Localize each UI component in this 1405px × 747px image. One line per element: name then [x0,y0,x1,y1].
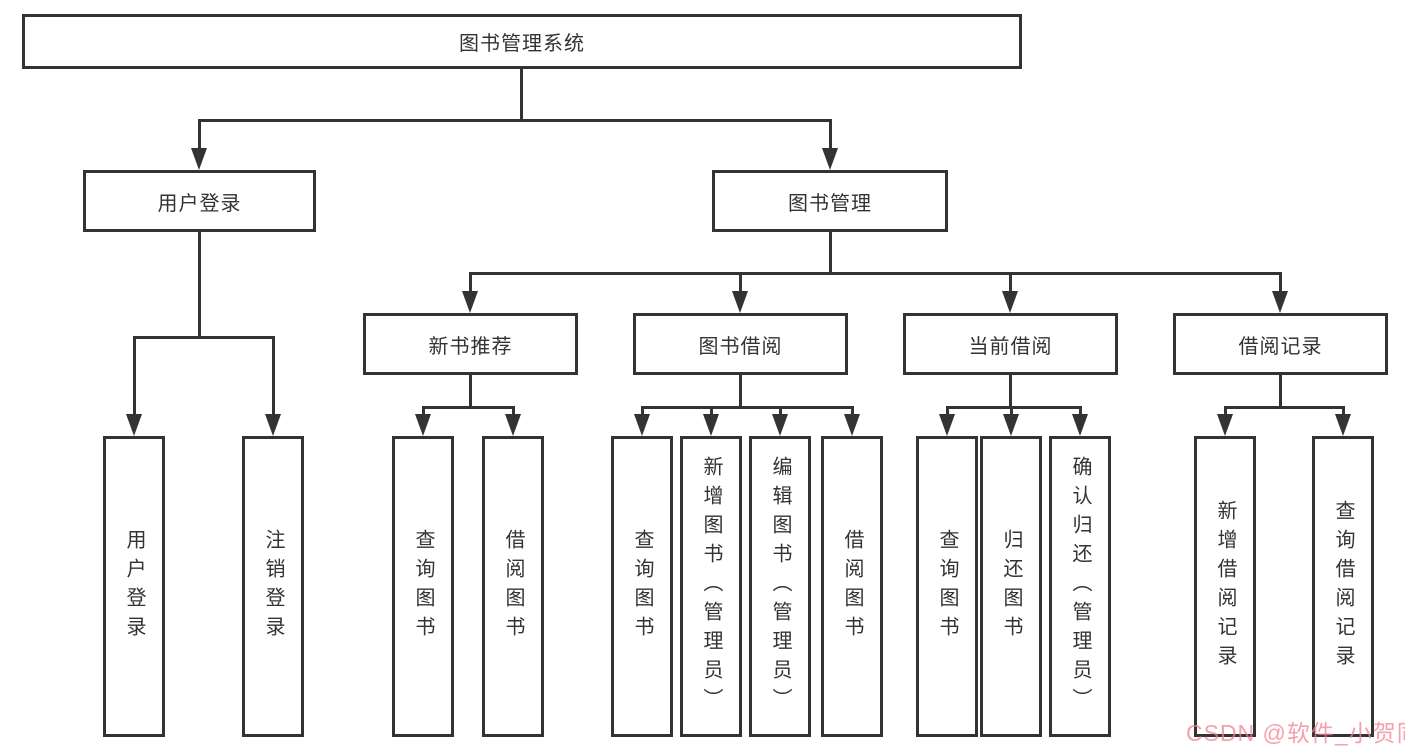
leaf-user-login: 用户登录 [103,436,165,737]
arrow-down-icon [1217,414,1233,436]
connector-line [512,406,515,414]
leaf-add-borrow-record-label: 新增借阅记录 [1214,499,1236,674]
leaf-add-books-admin: 新增图书（管理员） [680,436,742,737]
leaf-recommend-borrow-books-label: 借阅图书 [502,528,524,645]
watermark: CSDN @软件_小贺同学 [1186,720,1405,746]
connector-line [641,406,644,414]
leaf-query-borrow-record: 查询借阅记录 [1312,436,1374,737]
arrow-down-icon [1272,291,1288,313]
leaf-logout-label: 注销登录 [262,528,284,645]
node-book-management-label: 图书管理 [788,192,872,215]
arrow-down-icon [415,414,431,436]
connector-line [851,406,854,414]
node-borrow-records: 借阅记录 [1173,313,1388,375]
connector-line [1009,375,1012,406]
leaf-borrow-query-books: 查询图书 [611,436,673,737]
leaf-edit-books-admin-label: 编辑图书（管理员） [769,456,791,717]
connector-line [829,119,832,150]
leaf-borrow-query-books-label: 查询图书 [631,528,653,645]
leaf-recommend-borrow-books: 借阅图书 [482,436,544,737]
connector-line [469,272,1282,275]
node-current-borrow: 当前借阅 [903,313,1118,375]
leaf-borrow-books-label: 借阅图书 [841,528,863,645]
connector-line [133,336,275,339]
connector-line [946,406,949,414]
node-user-login-label: 用户登录 [157,192,242,215]
connector-line [739,272,742,292]
leaf-borrow-books: 借阅图书 [821,436,883,737]
node-root: 图书管理系统 [22,14,1022,69]
leaf-current-query-books: 查询图书 [916,436,978,737]
node-book-borrow: 图书借阅 [633,313,848,375]
leaf-add-borrow-record: 新增借阅记录 [1194,436,1256,737]
arrow-down-icon [126,414,142,436]
connector-line [198,232,201,336]
node-new-book-recommend: 新书推荐 [363,313,578,375]
arrow-down-icon [703,414,719,436]
arrow-down-icon [822,148,838,170]
arrow-down-icon [462,291,478,313]
connector-line [272,336,275,414]
connector-line [1079,406,1082,414]
leaf-return-books: 归还图书 [980,436,1042,737]
connector-line [1224,406,1227,414]
node-book-management: 图书管理 [712,170,948,232]
arrow-down-icon [939,414,955,436]
connector-line [133,336,136,414]
arrow-down-icon [1335,414,1351,436]
arrow-down-icon [265,414,281,436]
connector-line [422,406,425,414]
arrow-down-icon [1072,414,1088,436]
arrow-down-icon [1002,291,1018,313]
leaf-recommend-query-books-label: 查询图书 [412,528,434,645]
leaf-confirm-return-admin: 确认归还（管理员） [1049,436,1111,737]
connector-line [1224,406,1345,409]
connector-line [469,375,472,406]
arrow-down-icon [1003,414,1019,436]
arrow-down-icon [732,291,748,313]
arrow-down-icon [505,414,521,436]
leaf-query-borrow-record-label: 查询借阅记录 [1332,499,1354,674]
connector-line [946,406,1082,409]
connector-line [198,119,832,122]
connector-line [641,406,854,409]
connector-line [829,232,832,272]
leaf-add-books-admin-label: 新增图书（管理员） [700,456,722,717]
connector-line [422,406,515,409]
arrow-down-icon [844,414,860,436]
connector-line [520,69,523,119]
connector-line [1010,406,1013,414]
arrow-down-icon [191,148,207,170]
connector-line [1009,272,1012,292]
leaf-recommend-query-books: 查询图书 [392,436,454,737]
connector-line [198,119,201,150]
leaf-confirm-return-admin-label: 确认归还（管理员） [1069,456,1091,717]
node-current-borrow-label: 当前借阅 [968,335,1053,358]
node-user-login: 用户登录 [83,170,316,232]
node-new-book-recommend-label: 新书推荐 [428,335,513,358]
leaf-edit-books-admin: 编辑图书（管理员） [749,436,811,737]
arrow-down-icon [634,414,650,436]
arrow-down-icon [772,414,788,436]
node-root-label: 图书管理系统 [459,33,585,55]
connector-line [1342,406,1345,414]
connector-line [710,406,713,414]
leaf-user-login-label: 用户登录 [123,528,145,645]
leaf-return-books-label: 归还图书 [1000,528,1022,645]
node-book-borrow-label: 图书借阅 [698,335,783,358]
connector-line [779,406,782,414]
connector-line [1279,272,1282,292]
leaf-logout: 注销登录 [242,436,304,737]
leaf-current-query-books-label: 查询图书 [936,528,958,645]
node-borrow-records-label: 借阅记录 [1238,335,1323,358]
connector-line [739,375,742,406]
connector-line [1279,375,1282,406]
connector-line [469,272,472,292]
